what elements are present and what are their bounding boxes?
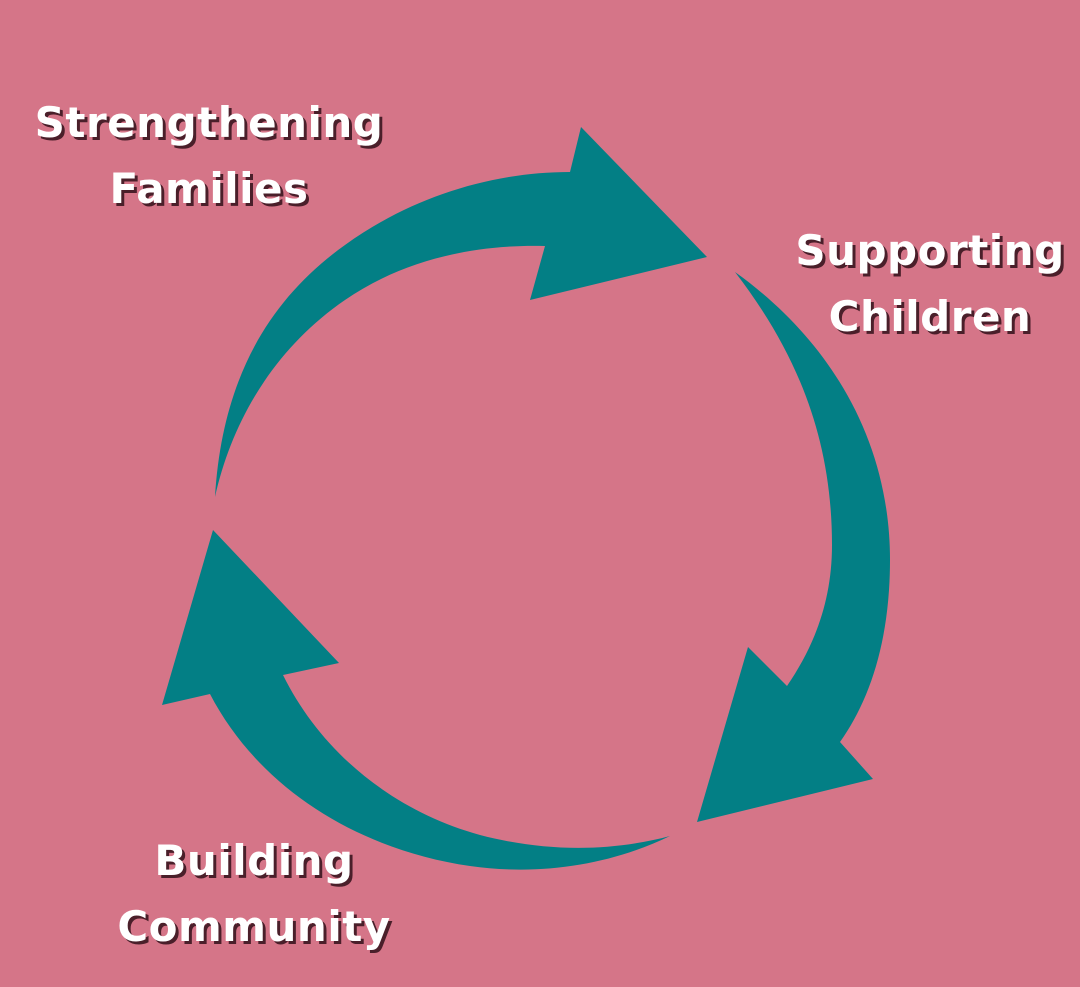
label-strengthening-families: Strengthening Families — [28, 90, 390, 222]
label-building-community: Building Community — [96, 828, 412, 960]
label-line: Supporting — [795, 226, 1065, 275]
label-line: Families — [109, 164, 309, 213]
label-line: Building — [154, 836, 354, 885]
label-line: Children — [828, 292, 1032, 341]
label-line: Community — [117, 902, 391, 951]
arrow-children-to-community — [697, 272, 890, 822]
label-line: Strengthening — [34, 98, 384, 147]
label-supporting-children: Supporting Children — [790, 218, 1070, 350]
arrow-families-to-children — [215, 127, 707, 497]
arrow-community-to-families — [162, 530, 670, 870]
